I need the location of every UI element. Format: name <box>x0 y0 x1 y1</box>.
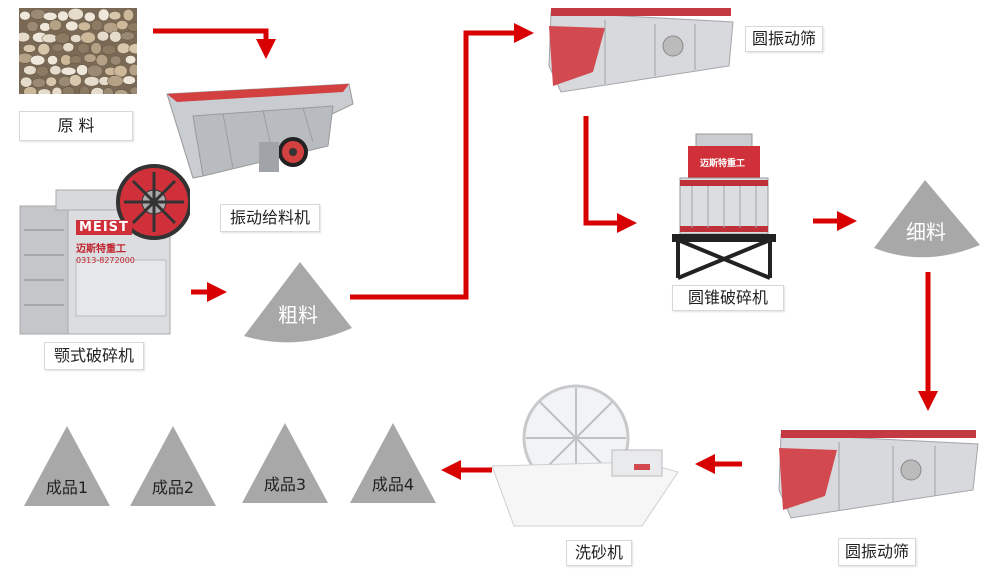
sand-washer-label: 洗砂机 <box>566 540 632 566</box>
product-2-label: 成品2 <box>151 478 195 497</box>
brand-phone: 0313-8272000 <box>76 256 135 265</box>
product-3-label: 成品3 <box>263 475 307 494</box>
vibrating-feeder-image <box>163 76 359 184</box>
brand-cn: 迈斯特重工 <box>76 244 126 255</box>
arrow-raw-to-feeder <box>153 28 276 59</box>
vibrating-screen-1-label: 圆振动筛 <box>745 26 823 52</box>
fine-pile-label: 细料 <box>906 220 946 244</box>
vibrating-screen-2-label: 圆振动筛 <box>838 538 916 566</box>
cone-crusher-label: 圆锥破碎机 <box>672 285 784 311</box>
cone-crusher-image: 迈斯特重工 <box>668 132 780 282</box>
product-pile-1 <box>24 426 110 506</box>
cone-brand: 迈斯特重工 <box>700 159 746 169</box>
product-pile-3 <box>242 423 328 503</box>
vibrating-screen-1-image <box>545 6 735 98</box>
product-1-label: 成品1 <box>45 478 89 497</box>
arrow-screen-to-cone <box>583 116 637 233</box>
coarse-pile-label: 粗料 <box>278 303 318 327</box>
vibrating-feeder-label: 振动给料机 <box>220 204 320 232</box>
product-pile-4 <box>350 423 436 503</box>
raw-material-image <box>16 7 145 100</box>
jaw-crusher-image: MEIST 迈斯特重工 0313-8272000 <box>14 160 192 338</box>
sand-washer-image <box>491 380 680 528</box>
arrow-coarse-to-screen <box>350 23 534 300</box>
raw-material-label: 原 料 <box>19 111 133 141</box>
vibrating-screen-2-image <box>775 428 980 523</box>
jaw-crusher-label: 颚式破碎机 <box>44 342 144 370</box>
fine-pile <box>874 180 980 258</box>
product-pile-2 <box>130 426 216 506</box>
brand-name: MEIST <box>76 220 132 235</box>
product-4-label: 成品4 <box>371 475 415 494</box>
coarse-pile <box>244 262 352 343</box>
